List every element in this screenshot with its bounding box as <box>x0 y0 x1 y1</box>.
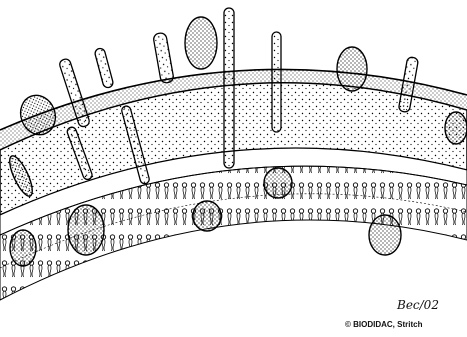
copyright-credit: © BIODIDAC, Stritch <box>345 320 422 329</box>
artist-signature: Bec/02 <box>397 298 439 312</box>
